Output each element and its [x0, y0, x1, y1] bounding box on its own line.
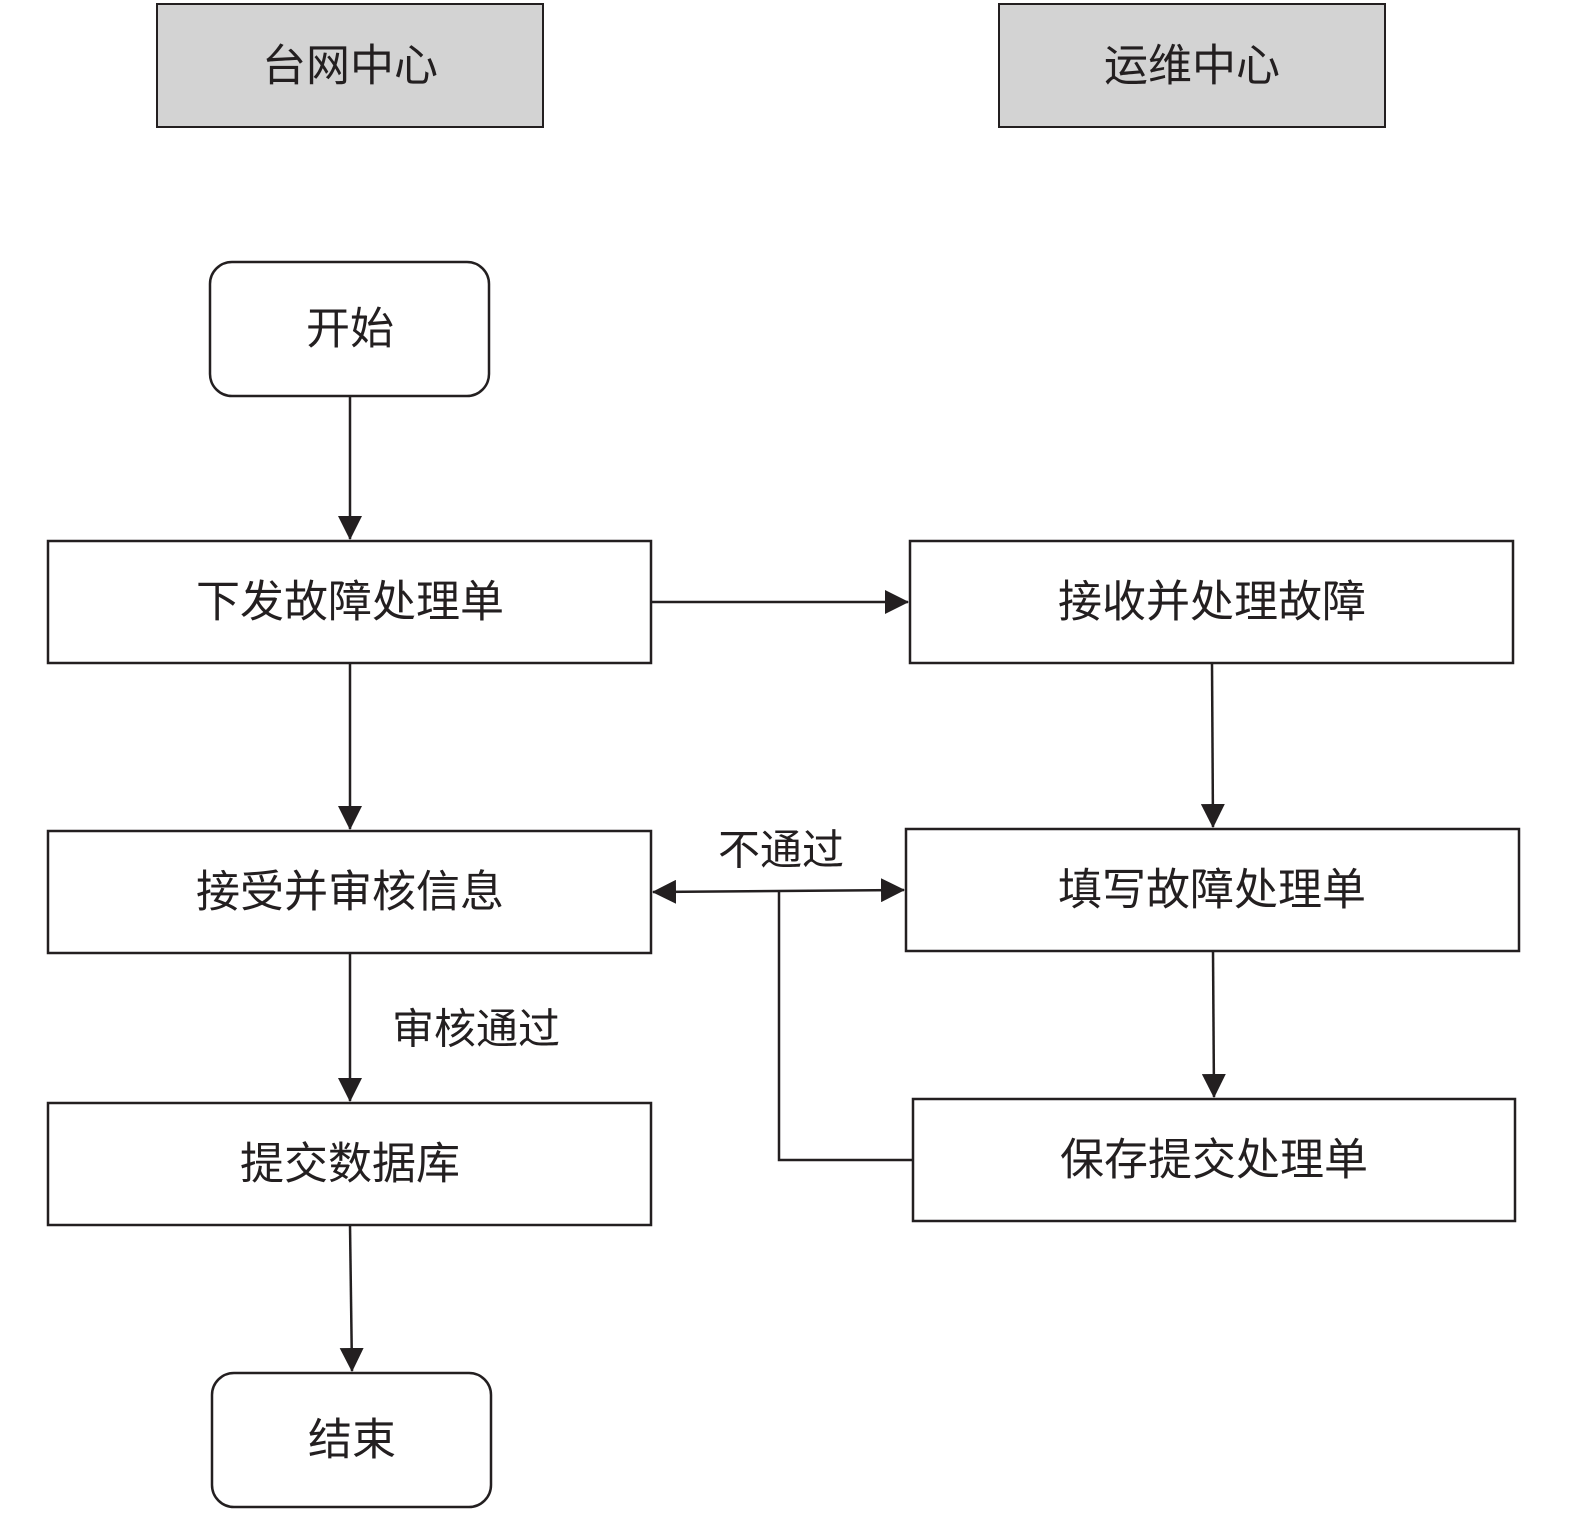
save-submit-label: 保存提交处理单: [1060, 1135, 1368, 1186]
end-node-label: 结束: [308, 1415, 396, 1466]
edge-submit-to-end: [339, 1224, 364, 1372]
review-info-label: 接受并审核信息: [196, 867, 504, 918]
edge-save-back-to-junction: [777, 891, 913, 1162]
review-info-node: 接受并审核信息: [46, 829, 653, 955]
receive-handle-label: 接收并处理故障: [1058, 577, 1366, 628]
end-node: 结束: [210, 1371, 493, 1509]
start-node-label: 开始: [306, 304, 394, 355]
issue-ticket-label: 下发故障处理单: [196, 577, 504, 628]
lane-header-left: 台网中心: [156, 3, 544, 128]
edge-receive-to-fill: [1200, 662, 1225, 828]
save-submit-node: 保存提交处理单: [911, 1097, 1517, 1223]
lane-header-left-label: 台网中心: [262, 41, 438, 92]
fill-ticket-node: 填写故障处理单: [904, 827, 1521, 953]
edge-label-rejected: 不通过: [718, 826, 844, 875]
edge-fill-to-save: [1201, 950, 1226, 1098]
edge-label-approved: 审核通过: [392, 1005, 560, 1054]
start-node: 开始: [208, 260, 491, 398]
issue-ticket-node: 下发故障处理单: [46, 539, 653, 665]
lane-header-right-label: 运维中心: [1104, 41, 1280, 92]
submit-db-node: 提交数据库: [46, 1101, 653, 1227]
receive-handle-node: 接收并处理故障: [908, 539, 1515, 665]
submit-db-label: 提交数据库: [240, 1139, 460, 1190]
fill-ticket-label: 填写故障处理单: [1058, 865, 1366, 916]
lane-header-right: 运维中心: [998, 3, 1386, 128]
